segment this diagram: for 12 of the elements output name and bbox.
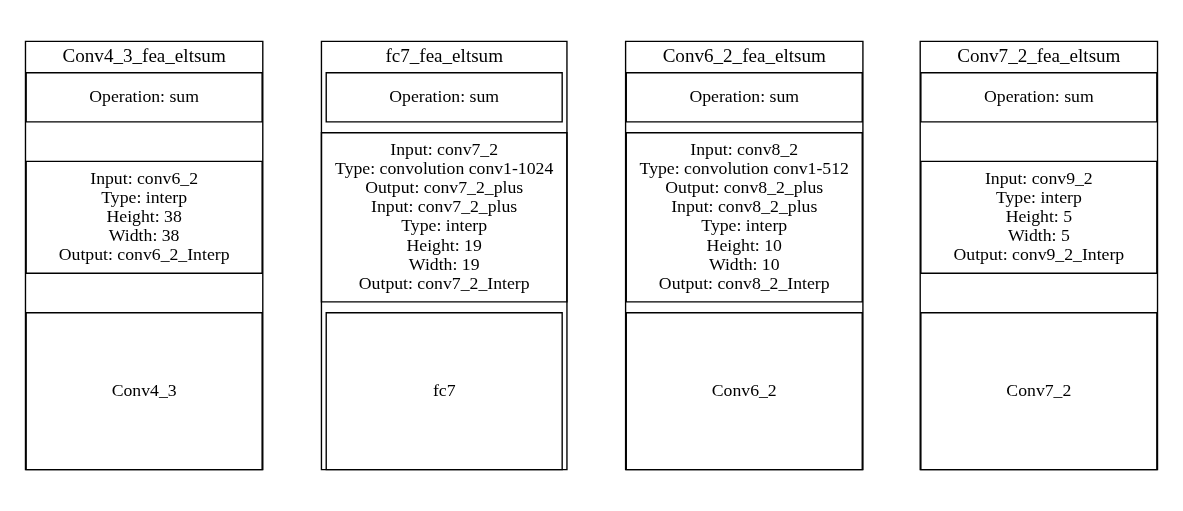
node-box: Input: conv9_2 Type: interp Height: 5 Width: 5 Output: conv9_2_Interp [920,160,1158,274]
node-box: Operation: sum [25,72,263,123]
node-box: Input: conv6_2 Type: interp Height: 38 Width: 38 Output: conv6_2_Interp [25,160,263,274]
node-box: Operation: sum [325,72,563,123]
node-box: Input: conv7_2 Type: convolution conv1-1024 Output: conv7_2_plus Input: conv7_2_plus Type: interp Height: 19 Width: 19 Output: conv7_2_Interp [320,132,568,303]
node-box: Conv6_2 [625,312,863,471]
node-box: fc7 [325,312,563,471]
node-box: Conv4_3 [25,312,263,471]
node-box: Operation: sum [920,72,1158,123]
node-box: Conv7_2 [920,312,1158,471]
node-box: Operation: sum [625,72,863,123]
node-box: Input: conv8_2 Type: convolution conv1-512 Output: conv8_2_plus Input: conv8_2_plus Type: interp Height: 10 Width: 10 Output: conv8_2_Interp [625,132,863,303]
